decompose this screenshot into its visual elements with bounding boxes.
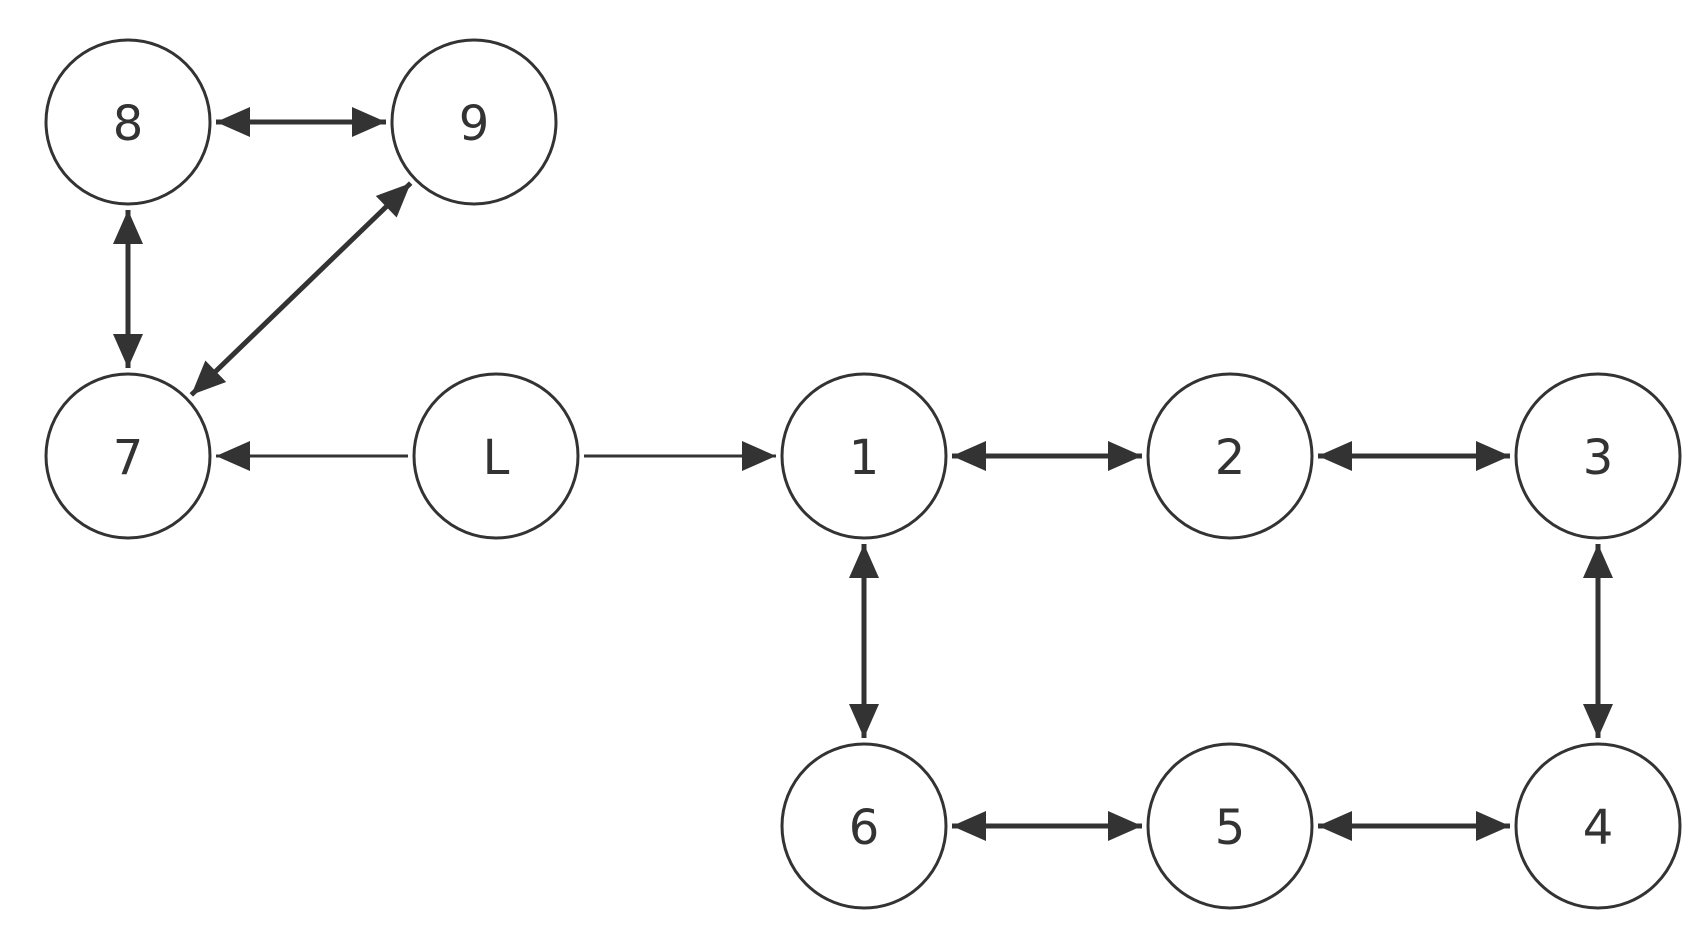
node-4: 4: [1514, 742, 1682, 910]
edge-2-3: [1318, 441, 1510, 471]
arrowhead: [113, 210, 143, 244]
node-1: 1: [780, 372, 948, 540]
node-circle: [1514, 372, 1682, 540]
arrowhead: [1476, 811, 1510, 841]
arrowhead: [1476, 441, 1510, 471]
node-label: L: [483, 430, 510, 486]
node-circle: [1146, 742, 1314, 910]
node-l: L: [412, 372, 580, 540]
edge-1-2: [952, 441, 1142, 471]
node-circle: [1514, 742, 1682, 910]
node-circle: [44, 372, 212, 540]
arrowhead: [952, 811, 986, 841]
arrowhead: [191, 360, 227, 395]
node-7: 7: [44, 372, 212, 540]
node-circle: [780, 742, 948, 910]
node-label: 2: [1215, 430, 1246, 486]
node-label: 1: [849, 430, 880, 486]
nodes-layer: 8 9 7 L 1 2 3 6 5 4: [44, 38, 1682, 910]
edges-layer: [113, 107, 1613, 841]
arrowhead: [113, 334, 143, 368]
arrowhead: [742, 441, 776, 471]
edge-line: [189, 181, 413, 397]
node-label: 6: [849, 800, 880, 856]
edge-1-6: [849, 544, 879, 738]
node-circle: [412, 372, 580, 540]
node-label: 8: [113, 96, 144, 152]
edge-L-1: [584, 441, 776, 471]
arrowhead: [1108, 441, 1142, 471]
arrowhead: [849, 544, 879, 578]
edge-6-5: [952, 811, 1142, 841]
node-5: 5: [1146, 742, 1314, 910]
edge-8-7: [113, 210, 143, 368]
node-circle: [44, 38, 212, 206]
node-label: 4: [1583, 800, 1614, 856]
arrowhead: [1583, 544, 1613, 578]
edge-9-7: [189, 181, 413, 397]
arrowhead: [216, 441, 250, 471]
node-circle: [390, 38, 558, 206]
node-label: 3: [1583, 430, 1614, 486]
arrowhead: [1108, 811, 1142, 841]
arrowhead: [849, 704, 879, 738]
arrowhead: [1583, 704, 1613, 738]
edge-5-4: [1318, 811, 1510, 841]
node-label: 5: [1215, 800, 1246, 856]
node-8: 8: [44, 38, 212, 206]
node-2: 2: [1146, 372, 1314, 540]
arrowhead: [1318, 811, 1352, 841]
node-circle: [1146, 372, 1314, 540]
arrowhead: [1318, 441, 1352, 471]
node-9: 9: [390, 38, 558, 206]
arrowhead: [952, 441, 986, 471]
node-3: 3: [1514, 372, 1682, 540]
node-6: 6: [780, 742, 948, 910]
node-circle: [780, 372, 948, 540]
arrowhead: [375, 183, 411, 218]
edge-L-7: [216, 441, 408, 471]
arrowhead: [216, 107, 250, 137]
node-label: 7: [113, 430, 144, 486]
edge-8-9: [216, 107, 386, 137]
edge-3-4: [1583, 544, 1613, 738]
node-label: 9: [459, 96, 490, 152]
arrowhead: [352, 107, 386, 137]
